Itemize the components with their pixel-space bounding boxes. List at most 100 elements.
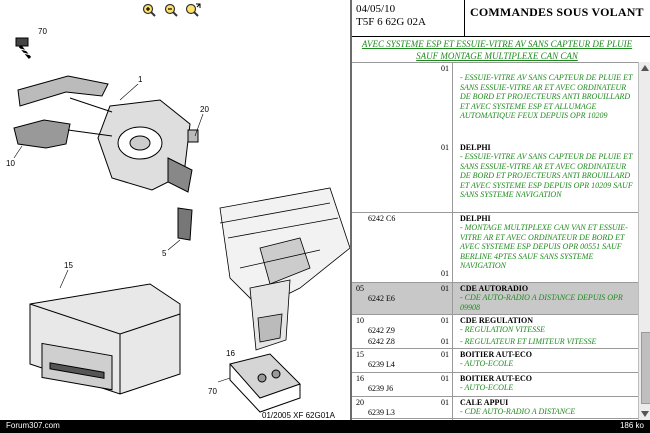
zoom-in-button[interactable] xyxy=(140,2,158,18)
radio-unit xyxy=(29,283,181,395)
control-box xyxy=(229,353,301,413)
row-index: 15 xyxy=(356,350,364,359)
parts-list-panel: 04/05/10 T5F 6 62G 02A COMMANDES SOUS VO… xyxy=(352,0,650,420)
part-description: - ESSUIE-VITRE AV SANS CAPTEUR DE PLUIE … xyxy=(460,73,633,121)
part-name: DELPHI xyxy=(460,62,491,64)
status-site: Forum307.com xyxy=(6,421,60,430)
applicability-banner: AVEC SYSTEME ESP ET ESSUIE-VITRE AV SANS… xyxy=(361,39,633,61)
status-bar: Forum307.com 186 ko xyxy=(0,420,650,433)
column-separator xyxy=(452,142,453,212)
part-quantity: 01 xyxy=(441,269,449,278)
zoom-in-icon xyxy=(142,3,156,17)
zoom-out-icon xyxy=(164,3,178,17)
parts-exploded-diagram: 70 1 20 10 5 15 16 70 01/2005 XF 62G01A xyxy=(6,27,350,420)
part-name: BOITIER AUT-ECO xyxy=(460,374,532,383)
part-code: 6239 J6 xyxy=(368,384,394,393)
zoom-toolbar xyxy=(140,2,202,20)
column-separator xyxy=(452,63,453,143)
dashboard-console xyxy=(219,187,350,351)
row-index: 10 xyxy=(356,316,364,325)
part-name: DELPHI xyxy=(460,143,491,152)
row-index: 20 xyxy=(356,398,364,407)
part-description: - AUTO-ECOLE xyxy=(460,383,514,392)
callout-10: 10 xyxy=(6,159,15,168)
header-separator xyxy=(464,0,465,36)
header-reference: T5F 6 62G 02A xyxy=(356,16,426,28)
part-code: 6239 L4 xyxy=(368,360,395,369)
zoom-out-button[interactable] xyxy=(162,2,180,18)
diagram-caption: 01/2005 XF 62G01A xyxy=(262,411,336,420)
scroll-up-button[interactable] xyxy=(639,62,650,74)
part-code: 6242 Z8 xyxy=(368,337,395,346)
part-description: - REGULATEUR ET LIMITEUR VITESSE xyxy=(460,337,597,346)
part-name: CDE AUTORADIO xyxy=(460,284,529,293)
column-separator xyxy=(452,213,453,283)
part-quantity: 01 xyxy=(441,64,449,73)
callout-15: 15 xyxy=(64,261,73,270)
callout-70-bottom: 70 xyxy=(208,387,217,396)
zoom-fit-icon xyxy=(185,3,201,17)
scroll-thumb[interactable] xyxy=(641,332,650,404)
part-name: BOITIER AUT-ECO xyxy=(460,350,532,359)
column-separator xyxy=(452,315,453,337)
callout-5: 5 xyxy=(162,249,167,258)
part-code: 6242 Z9 xyxy=(368,326,395,335)
column-separator xyxy=(452,349,453,373)
part-name: DELPHI xyxy=(460,214,491,223)
table-row[interactable]: 05 6242 E6 01 CDE AUTORADIO- CDE AUTO-RADIO… xyxy=(352,282,638,315)
table-row[interactable]: 20 6239 L3 01 CALE APPUI- CDE AUTO-RADIO A … xyxy=(352,396,638,419)
callout-1: 1 xyxy=(138,75,143,84)
column-separator xyxy=(452,419,453,420)
part-quantity: 01 xyxy=(441,350,449,359)
part-code: 6242 C6 xyxy=(368,214,396,223)
column-separator xyxy=(452,336,453,348)
column-separator xyxy=(452,397,453,419)
header-meta: 04/05/10 T5F 6 62G 02A xyxy=(356,3,426,29)
screw-part xyxy=(15,37,32,59)
arrow-down-icon xyxy=(641,411,649,417)
list-header: 04/05/10 T5F 6 62G 02A COMMANDES SOUS VO… xyxy=(352,0,650,37)
part-description: - REGULATION VITESSE xyxy=(460,325,546,334)
table-row[interactable]: 15 6239 L4 01 BOITIER AUT-ECO- AUTO-ECOLE xyxy=(352,348,638,373)
part-code: 6242 E6 xyxy=(368,294,395,303)
parts-table: 6242 H501DELPHI- ESSUIE-VITRE AV SANS CA… xyxy=(352,62,638,420)
diagram-panel: 70 1 20 10 5 15 16 70 01/2005 XF 62G01A xyxy=(6,2,350,420)
callout-70: 70 xyxy=(38,27,47,36)
table-row[interactable]: 6242 C6 01 DELPHI- MONTAGE MULTIPLEXE CAN … xyxy=(352,212,638,283)
table-row[interactable]: 70VIS CBLX RDL xyxy=(352,418,638,420)
column-separator xyxy=(452,373,453,397)
table-row[interactable]: 16 6239 J6 01 BOITIER AUT-ECO- AUTO-ECOLE xyxy=(352,372,638,397)
table-row[interactable]: 01 DELPHI- ESSUIE-VITRE AV SANS CAPTEUR D… xyxy=(352,142,638,212)
header-date: 04/05/10 xyxy=(356,3,396,15)
part-description: - AUTO-ECOLE xyxy=(460,359,514,368)
header-title: COMMANDES SOUS VOLANT xyxy=(470,5,644,19)
column-separator xyxy=(452,283,453,315)
row-index: 05 xyxy=(356,284,364,293)
steering-switch-assembly xyxy=(13,75,199,241)
part-code: 6239 L3 xyxy=(368,408,395,417)
part-code: 6242 H5 xyxy=(368,62,434,64)
part-name: CALE APPUI xyxy=(460,398,509,407)
callout-20: 20 xyxy=(200,105,209,114)
part-name: CDE REGULATION xyxy=(460,316,533,325)
part-description: - ESSUIE-VITRE AV SANS CAPTEUR DE PLUIE … xyxy=(460,152,633,200)
arrow-up-icon xyxy=(641,65,649,71)
status-size: 186 ko xyxy=(619,421,644,430)
part-description: - CDE AUTO-RADIO A DISTANCE DEPUIS OPR 0… xyxy=(460,293,623,312)
list-scrollbar[interactable] xyxy=(638,62,650,420)
zoom-fit-button[interactable] xyxy=(184,2,202,18)
panel-divider[interactable] xyxy=(350,0,352,420)
scroll-down-button[interactable] xyxy=(639,408,650,420)
part-quantity: 01 xyxy=(441,398,449,407)
part-description: - MONTAGE MULTIPLEXE CAN VAN ET ESSUIE-V… xyxy=(460,223,628,271)
part-quantity: 01 xyxy=(441,374,449,383)
table-row[interactable]: 6242 H5 01 DELPHI - ESSUIE-VITRE AV SANS CA… xyxy=(352,62,638,143)
part-quantity: 01 xyxy=(441,337,449,346)
callout-16: 16 xyxy=(226,349,235,358)
part-quantity: 01 xyxy=(441,284,449,293)
part-quantity: 01 xyxy=(441,143,449,152)
table-row[interactable]: 6242 Z8 01 - REGULATEUR ET LIMITEUR VITESS… xyxy=(352,336,638,348)
row-index: 16 xyxy=(356,374,364,383)
part-description: - CDE AUTO-RADIO A DISTANCE xyxy=(460,407,576,416)
